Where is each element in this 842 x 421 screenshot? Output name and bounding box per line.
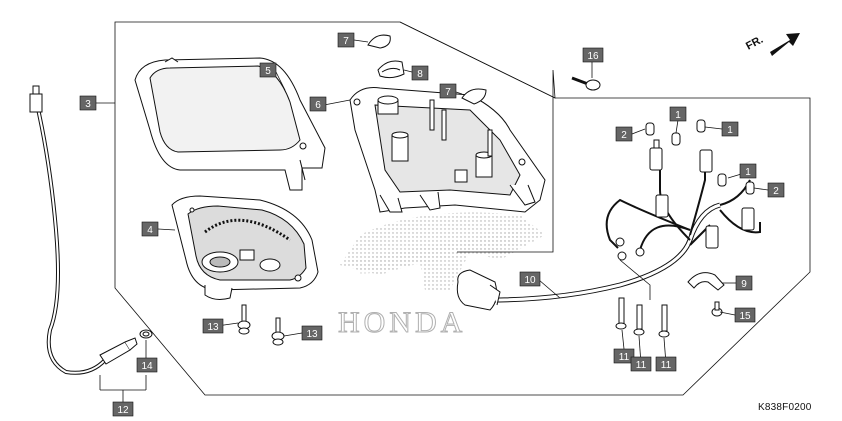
svg-text:13: 13 xyxy=(306,329,318,340)
callout-15: 15 xyxy=(734,307,756,323)
lens-cap-middle xyxy=(377,60,405,79)
screw-15 xyxy=(711,301,723,317)
svg-text:14: 14 xyxy=(141,361,153,372)
callout-13a: 13 xyxy=(202,318,224,334)
screw-13-left xyxy=(237,304,251,335)
screw-16 xyxy=(571,76,601,91)
callout-11a: 11 xyxy=(613,348,635,364)
bulb-socket-d xyxy=(705,225,719,249)
svg-text:11: 11 xyxy=(636,360,647,371)
svg-text:1: 1 xyxy=(675,110,681,121)
speedometer-cable xyxy=(29,85,138,375)
ring-terminals xyxy=(615,237,645,261)
svg-text:7: 7 xyxy=(343,36,349,47)
svg-text:5: 5 xyxy=(265,66,271,77)
bulb-socket-b xyxy=(699,149,713,173)
wire-harness xyxy=(489,160,761,303)
callout-7b: 7 xyxy=(439,83,457,99)
svg-text:12: 12 xyxy=(117,405,129,416)
callout-3: 3 xyxy=(79,95,97,111)
honda-wing-watermark xyxy=(340,212,545,290)
callout-6: 6 xyxy=(309,96,327,112)
lens-cap-upper xyxy=(367,34,391,49)
svg-text:11: 11 xyxy=(619,352,630,363)
callout-13b: 13 xyxy=(301,325,323,341)
svg-text:16: 16 xyxy=(587,51,599,62)
cable-washer xyxy=(139,329,153,339)
meter-inner-case xyxy=(349,87,546,213)
screw-13-right xyxy=(271,317,285,346)
callout-1b: 1 xyxy=(721,121,739,137)
svg-text:2: 2 xyxy=(773,186,779,197)
callout-1a: 1 xyxy=(669,106,687,122)
screws-11 xyxy=(615,297,670,338)
bulb-socket-c xyxy=(655,194,669,218)
callout-10: 10 xyxy=(519,271,541,287)
callout-14: 14 xyxy=(136,357,158,373)
front-direction-arrow xyxy=(770,33,800,56)
svg-text:15: 15 xyxy=(739,311,751,322)
lens-cap-right xyxy=(461,88,487,105)
svg-text:10: 10 xyxy=(524,275,536,286)
callout-1c: 1 xyxy=(739,163,757,179)
callout-11c: 11 xyxy=(655,356,677,372)
callout-5: 5 xyxy=(259,62,277,78)
svg-text:1: 1 xyxy=(745,167,751,178)
speedometer-assembly xyxy=(171,195,319,300)
callout-7a: 7 xyxy=(337,32,355,48)
callout-8: 8 xyxy=(411,65,429,81)
svg-text:11: 11 xyxy=(661,360,672,371)
callout-16: 16 xyxy=(582,47,604,63)
callout-2a: 2 xyxy=(615,126,633,142)
drawing-code: K838F0200 xyxy=(758,402,812,413)
svg-text:4: 4 xyxy=(147,225,153,236)
svg-text:3: 3 xyxy=(85,99,91,110)
callout-9: 9 xyxy=(735,275,753,291)
svg-text:8: 8 xyxy=(417,69,423,80)
svg-text:2: 2 xyxy=(621,130,627,141)
callout-4: 4 xyxy=(141,221,159,237)
callout-2b: 2 xyxy=(767,182,785,198)
meter-case-upper xyxy=(134,57,326,191)
bulb-socket-a xyxy=(649,139,663,171)
callout-11b: 11 xyxy=(630,356,652,372)
svg-text:7: 7 xyxy=(445,87,451,98)
svg-text:13: 13 xyxy=(207,322,219,333)
honda-watermark-text: HONDA xyxy=(338,306,466,339)
svg-text:1: 1 xyxy=(727,125,733,136)
svg-text:6: 6 xyxy=(315,100,321,111)
callout-12: 12 xyxy=(112,401,134,417)
leader-lines xyxy=(96,39,769,402)
assembly-frame xyxy=(114,21,811,396)
harness-connector xyxy=(456,269,501,311)
cable-clamp xyxy=(687,272,725,291)
bulb-socket-e xyxy=(741,207,755,231)
svg-text:9: 9 xyxy=(741,279,747,290)
